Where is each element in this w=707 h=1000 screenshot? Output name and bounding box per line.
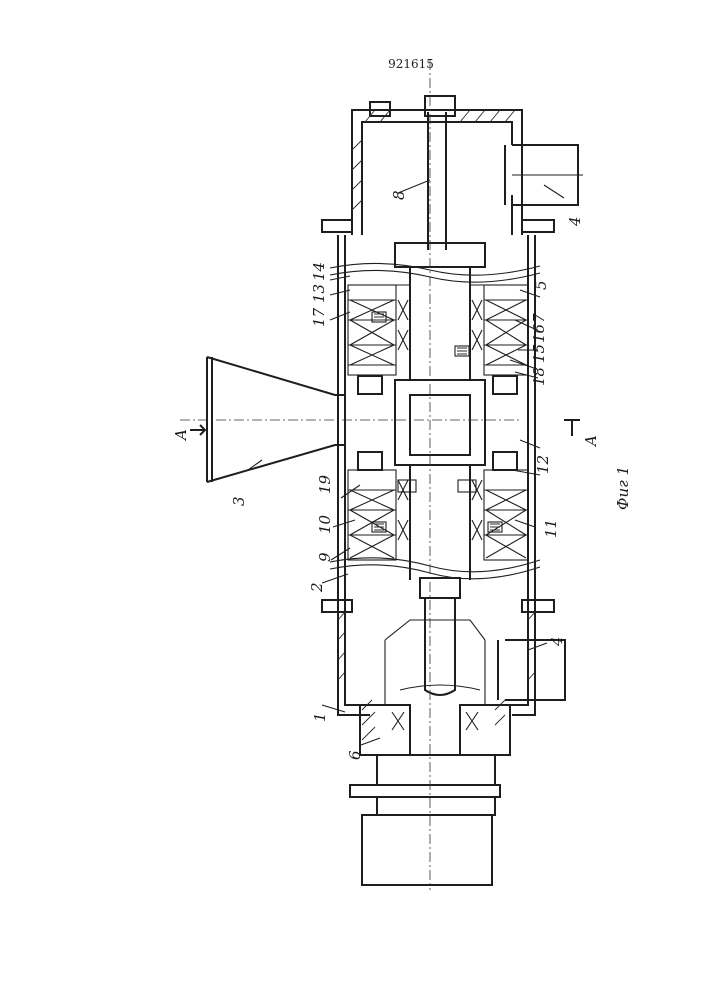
right-end-housing <box>322 96 554 235</box>
part-label-18: 18 <box>530 367 548 386</box>
coil-block-lower <box>348 470 528 560</box>
part-label-12: 12 <box>534 455 552 474</box>
part-label-5: 5 <box>532 280 550 290</box>
main-tube-body <box>330 235 540 590</box>
part-label-17: 17 <box>310 307 328 327</box>
part-label-7: 7 <box>530 313 548 323</box>
central-shaft <box>395 112 485 695</box>
part-label-4-bottom: 4 <box>548 636 566 647</box>
part-label-9: 9 <box>316 552 334 562</box>
part-label-13: 13 <box>310 284 328 303</box>
part-label-3: 3 <box>230 496 248 506</box>
part-label-19: 19 <box>316 474 334 494</box>
part-label-11: 11 <box>542 519 560 538</box>
part-label-1: 1 <box>311 712 329 722</box>
part-label-14: 14 <box>310 262 328 281</box>
part-label-4-top: 4 <box>566 216 584 227</box>
figure-caption: Фиг 1 <box>614 466 632 510</box>
part-label-16: 16 <box>530 323 548 343</box>
section-marker-right: A <box>564 420 600 448</box>
part-labels: 1 2 3 4 4 5 6 7 8 9 10 11 12 13 14 15 16… <box>230 190 584 760</box>
section-label-left: A <box>172 429 190 442</box>
section-marker-left: A <box>172 425 205 442</box>
part-label-10: 10 <box>316 514 334 534</box>
coil-block-upper <box>348 285 528 375</box>
left-end-housing <box>322 590 554 715</box>
patent-number: 921615 <box>388 57 434 71</box>
part-label-15: 15 <box>530 344 548 363</box>
part-label-6: 6 <box>346 750 364 760</box>
part-label-2: 2 <box>308 582 326 593</box>
section-label-right: A <box>582 435 600 448</box>
part-label-8: 8 <box>390 190 408 200</box>
outlet-pipe-top <box>505 145 583 205</box>
